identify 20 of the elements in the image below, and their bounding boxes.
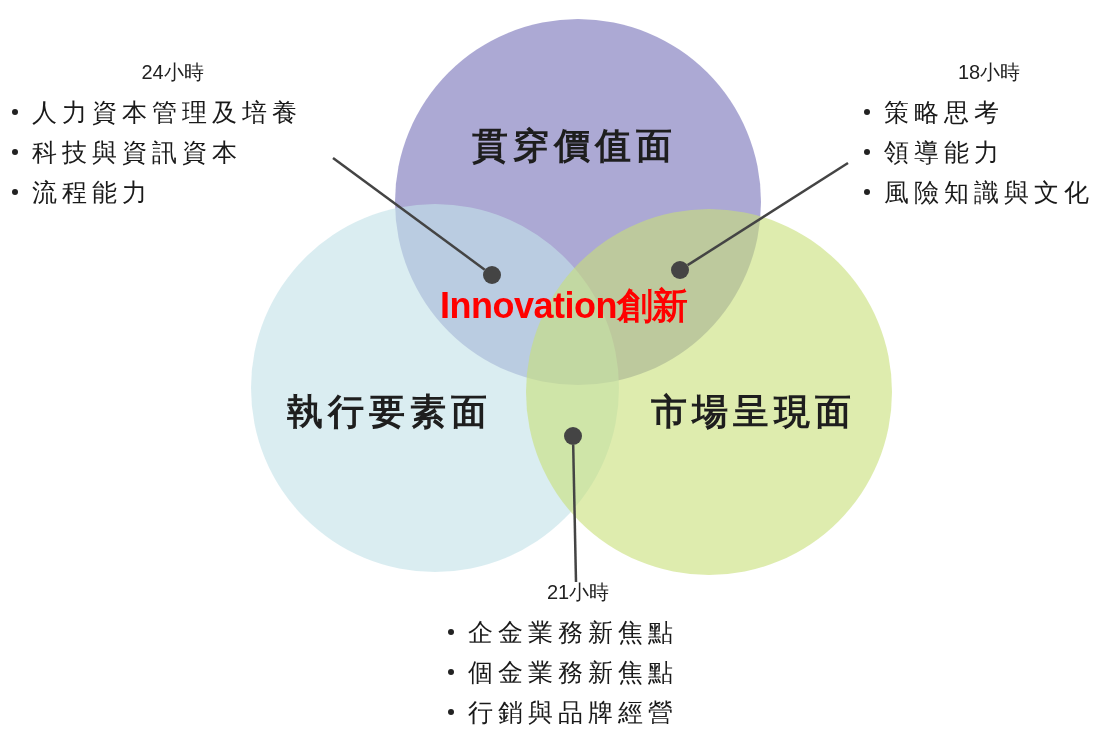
circle-title: 市場呈現面 (651, 389, 856, 434)
leader-line (571, 444, 578, 583)
course-item: 科技與資訊資本 (32, 136, 242, 169)
circle-title: 執行要素面 (287, 389, 492, 434)
course-item: 領導能力 (884, 136, 1004, 169)
course-item: 策略思考 (884, 96, 1004, 129)
course-item: 企金業務新焦點 (468, 616, 678, 649)
anchor-dot (564, 427, 582, 445)
course-item: 人力資本管理及培養 (32, 96, 302, 129)
hours-label: 21小時 (546, 580, 610, 604)
hours-label: 18小時 (957, 60, 1021, 84)
course-item: 風險知識與文化 (884, 176, 1094, 209)
course-item: 行銷與品牌經營 (468, 696, 678, 729)
center-label: Innovation創新 (440, 284, 688, 328)
leader-line (332, 157, 486, 271)
course-item: 流程能力 (32, 176, 152, 209)
hours-label: 24小時 (141, 60, 204, 84)
leader-line (686, 161, 849, 267)
circle-title: 貫穿價值面 (472, 123, 677, 168)
course-item: 個金業務新焦點 (468, 656, 678, 689)
